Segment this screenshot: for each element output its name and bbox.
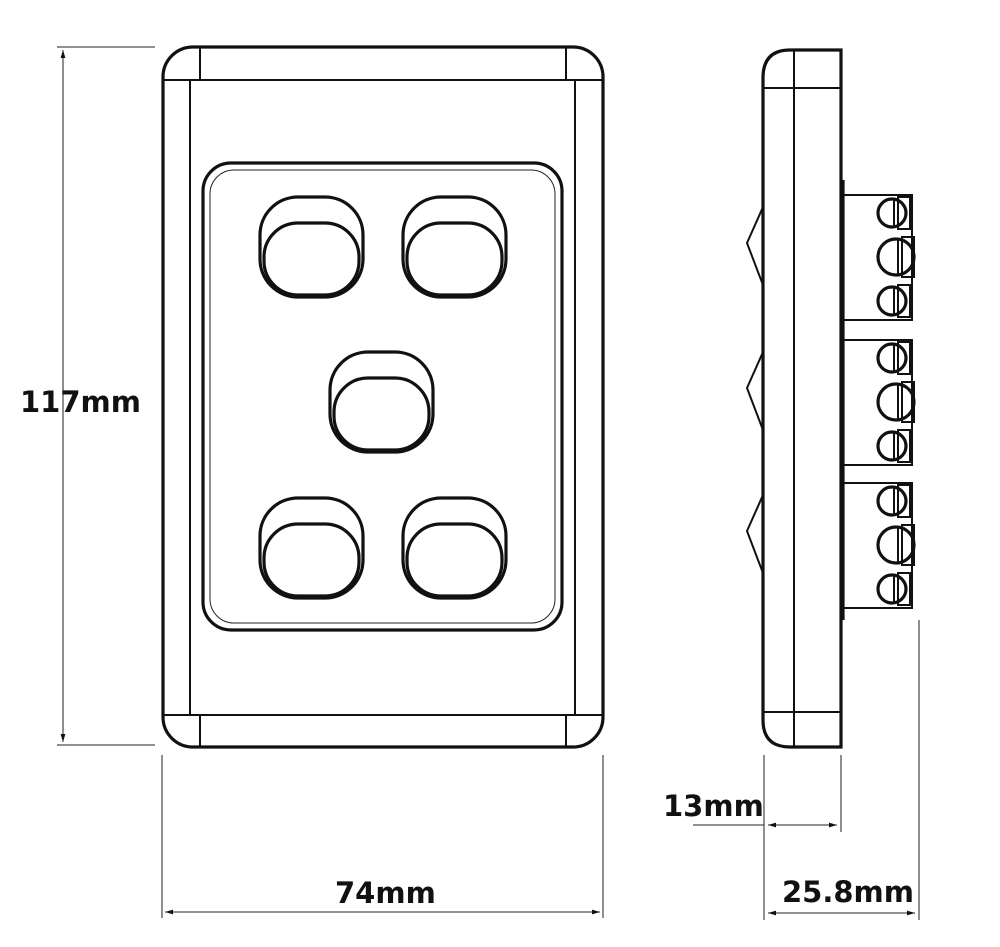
width-dimension-label: 74mm bbox=[335, 876, 436, 910]
dimension-lines bbox=[57, 46, 920, 920]
terminal-screw-icon bbox=[876, 236, 916, 278]
rocker-profile bbox=[745, 351, 764, 431]
rocker-switch[interactable] bbox=[258, 496, 365, 600]
outer-plate bbox=[161, 45, 605, 749]
terminal-screw-icon bbox=[876, 484, 911, 518]
rocker-switch[interactable] bbox=[258, 195, 365, 299]
terminal-screw-icon bbox=[876, 429, 911, 463]
rocker-profile bbox=[745, 206, 764, 286]
terminal-screw-icon bbox=[876, 381, 916, 423]
rocker-switch[interactable] bbox=[328, 350, 435, 454]
terminal-screw-icon bbox=[876, 196, 911, 230]
terminal-block bbox=[745, 194, 916, 321]
rocker-profile bbox=[745, 494, 764, 574]
terminal-screw-icon bbox=[876, 341, 911, 375]
height-dimension-label: 117mm bbox=[20, 385, 141, 419]
terminal-block bbox=[745, 339, 916, 466]
plate-depth-dimension-label: 13mm bbox=[663, 789, 764, 823]
rocker-switch[interactable] bbox=[401, 195, 508, 299]
side-view bbox=[745, 48, 916, 749]
terminal-screw-icon bbox=[876, 284, 911, 318]
terminal-block bbox=[745, 482, 916, 609]
front-view bbox=[161, 45, 605, 749]
rocker-switch[interactable] bbox=[401, 496, 508, 600]
terminal-screw-icon bbox=[876, 524, 916, 566]
overall-depth-dimension-label: 25.8mm bbox=[782, 875, 914, 909]
terminal-screw-icon bbox=[876, 572, 911, 606]
switch-mechanism-panel bbox=[201, 161, 564, 632]
side-plate bbox=[761, 48, 843, 749]
